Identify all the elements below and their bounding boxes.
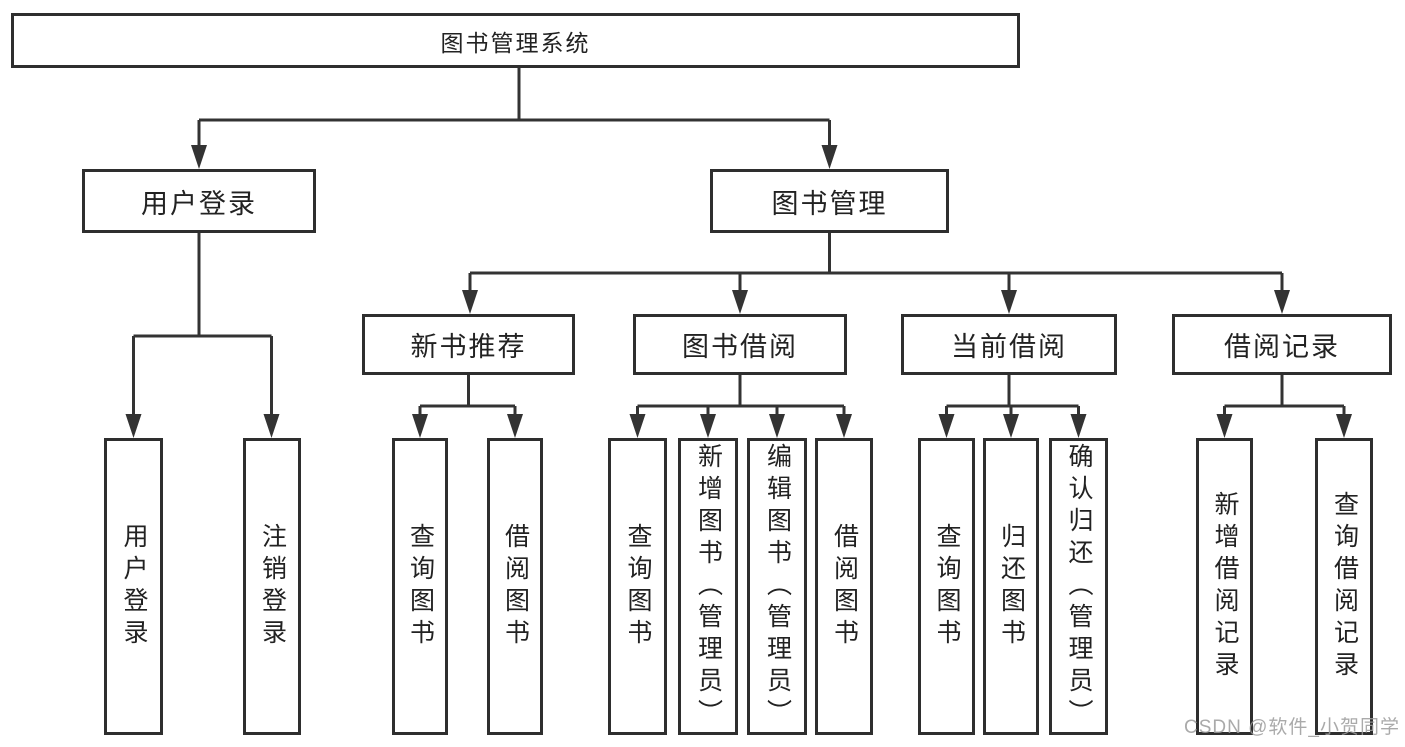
leaf-query-books-current: 查询图书 [918,438,975,735]
leaf-query-books-borrow: 查询图书 [608,438,667,735]
node-label: 用户登录 [141,188,257,219]
node-label: 查询借阅记录 [1330,490,1359,683]
node-label: 新增借阅记录 [1211,490,1239,683]
node-label: 当前借阅 [951,332,1067,362]
leaf-borrow-books-borrow: 借阅图书 [815,438,873,735]
leaf-return-books: 归还图书 [983,438,1039,735]
node-label: 图书借阅 [682,332,798,362]
arrowheads-level2 [191,145,838,169]
node-label: 查询图书 [406,522,435,651]
node-label: 图书管理系统 [440,29,591,56]
leaf-query-books-newbook: 查询图书 [392,438,448,735]
node-book-management: 图书管理 [710,169,949,233]
leaf-edit-book-admin: 编辑图书（管理员） [747,438,807,735]
leaf-add-borrow-record: 新增借阅记录 [1196,438,1253,735]
node-label: 归还图书 [997,522,1026,651]
node-label: 编辑图书（管理员） [763,442,792,731]
node-label: 确认归还（管理员） [1065,442,1093,731]
arrowheads-leaves [412,414,1352,438]
leaf-user-login: 用户登录 [104,438,163,735]
leaf-confirm-return-admin: 确认归还（管理员） [1049,438,1108,735]
node-label: 借阅图书 [830,522,859,651]
node-label: 借阅记录 [1224,332,1340,362]
leaf-borrow-books-newbook: 借阅图书 [487,438,543,735]
connector-root-to-level2 [197,68,831,147]
connector-records-children [1223,375,1346,416]
node-label: 借阅图书 [501,522,530,651]
leaf-add-book-admin: 新增图书（管理员） [678,438,738,735]
node-library-management-system: 图书管理系统 [11,13,1020,68]
node-label: 图书管理 [771,188,888,219]
arrowheads-user-login-children [125,414,280,438]
node-borrowing-records: 借阅记录 [1172,314,1392,375]
arrowheads-level3 [462,290,1290,314]
csdn-watermark: CSDN @软件_小贺同学 [1184,717,1400,738]
connector-user-login-children [132,233,273,416]
node-book-borrowing: 图书借阅 [633,314,847,375]
node-label: 新书推荐 [410,332,527,362]
connector-new-book-children [418,375,517,416]
node-label: 注销登录 [258,522,287,651]
node-new-book-recommend: 新书推荐 [362,314,575,375]
connector-borrow-children [636,375,846,416]
leaf-query-borrow-record: 查询借阅记录 [1315,438,1373,735]
connector-book-mgmt-to-level3 [468,233,1284,292]
node-label: 查询图书 [933,522,961,651]
leaf-logout: 注销登录 [243,438,301,735]
node-current-borrowing: 当前借阅 [901,314,1117,375]
node-user-login: 用户登录 [82,169,316,233]
node-label: 新增图书（管理员） [694,442,723,731]
node-label: 用户登录 [120,522,148,651]
node-label: 查询图书 [624,522,652,651]
connector-current-children [945,375,1080,416]
